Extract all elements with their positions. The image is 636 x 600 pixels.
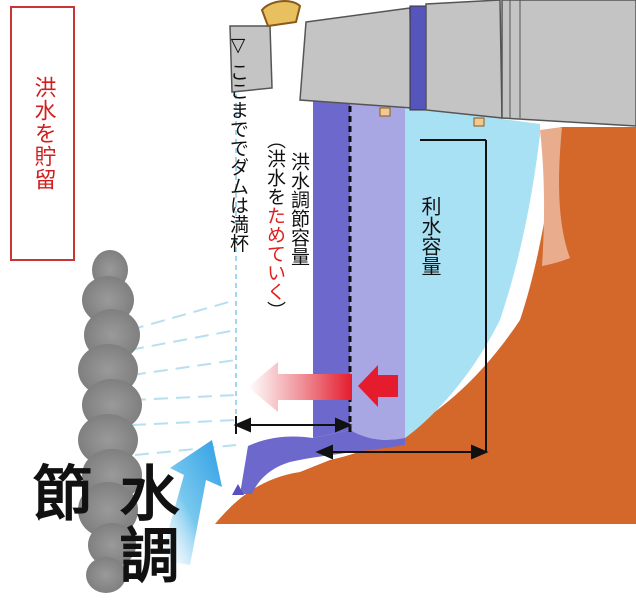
dam-crest-block: [229, 25, 273, 93]
small-purple-arrow: [232, 484, 244, 495]
red-arrow-gradient: [248, 362, 352, 412]
flood-capacity-light: [350, 100, 405, 440]
storage-badge: 洪水を貯留: [10, 6, 75, 261]
dam-blue-stripe: [409, 5, 427, 111]
flood-water-bottom: [240, 430, 405, 494]
valley-ground: [215, 127, 636, 524]
note-red: ためていく: [264, 206, 286, 301]
note-open: （洪水を: [264, 130, 286, 206]
sediment: [540, 127, 570, 266]
storage-badge-label: 洪水を貯留: [30, 76, 56, 191]
red-arrow-right: [358, 365, 398, 407]
water-use-storage: [405, 106, 540, 438]
dam-block-2: [425, 0, 503, 119]
flood-capacity-dimension: [233, 416, 353, 434]
gauge-marker-1: [379, 107, 391, 117]
flood-capacity-dark: [313, 96, 350, 438]
full-level-note: ▽ ここまででダムは満杯: [227, 34, 249, 253]
water-use-dimension: [315, 139, 489, 460]
gauge-marker-2: [473, 117, 485, 127]
water-use-capacity-label: 利水容量: [418, 196, 442, 276]
note-close: ）: [264, 301, 286, 320]
flood-capacity-label: 洪水調節容量: [288, 152, 310, 266]
gate-mechanism: [260, 0, 302, 28]
dam-block-3: [501, 0, 636, 127]
rain-cloud: [78, 250, 142, 593]
dam-block-1: [299, 7, 413, 109]
inflow-arrow: [160, 440, 222, 565]
rain-streaks: [129, 299, 237, 456]
title-fragment: 水調節: [22, 462, 179, 586]
flood-capacity-note: （洪水をためていく）: [262, 130, 289, 320]
